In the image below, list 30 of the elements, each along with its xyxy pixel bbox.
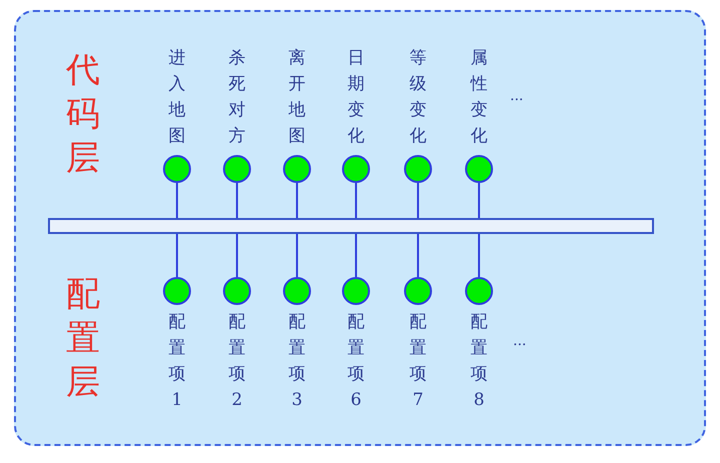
node-label: 配置项2 (228, 311, 246, 412)
connector-line (355, 183, 357, 218)
layer-title: 配置层 (65, 273, 101, 404)
connector-line (296, 183, 298, 218)
node-label: 进入地图 (168, 47, 186, 148)
ellipsis: ... (513, 333, 526, 349)
connector-line (355, 234, 357, 277)
connector-line (478, 183, 480, 218)
ellipsis: ... (510, 88, 524, 104)
node-label: 属性变化 (470, 47, 488, 148)
node-label: 配置项7 (408, 311, 428, 412)
node-label: 离开地图 (288, 47, 306, 148)
horizontal-bar (48, 218, 654, 234)
node-label: 配置项3 (288, 311, 306, 412)
connector-line (176, 234, 178, 277)
connector-line (296, 234, 298, 277)
layer-title: 代码层 (65, 49, 101, 180)
node-label: 配置项6 (346, 311, 366, 412)
node-label: 等级变化 (408, 47, 428, 148)
node-label: 日期变化 (346, 47, 366, 148)
node-label: 配置项1 (168, 311, 186, 412)
node-label: 配置项8 (470, 311, 488, 412)
connector-line (417, 183, 419, 218)
connector-line (478, 234, 480, 277)
connector-line (236, 183, 238, 218)
connector-line (176, 183, 178, 218)
connector-line (417, 234, 419, 277)
node-label: 杀死对方 (228, 47, 246, 148)
connector-line (236, 234, 238, 277)
dashed-panel (14, 10, 706, 446)
